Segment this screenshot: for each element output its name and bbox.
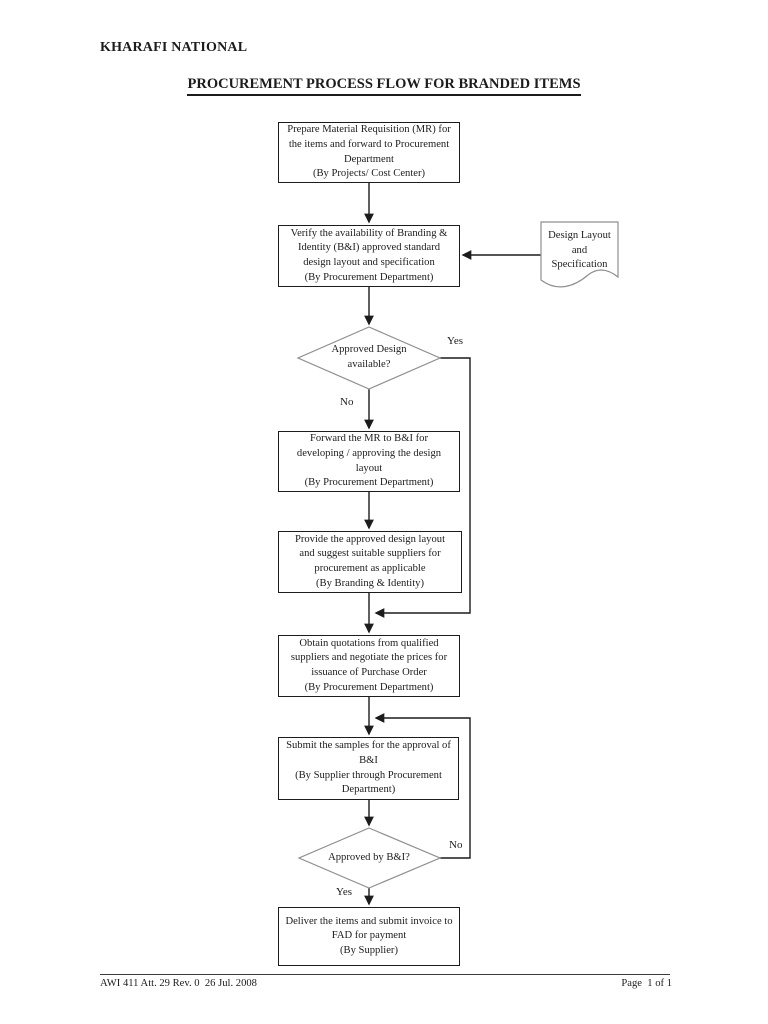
- decision-diamond-approved-by-bi: [297, 827, 442, 889]
- document-shape-text: Design Layout and Specification: [548, 230, 611, 271]
- page-title: PROCUREMENT PROCESS FLOW FOR BRANDED ITE…: [0, 75, 768, 96]
- label-decision1-yes: Yes: [447, 335, 464, 347]
- label-decision2-no: No: [449, 839, 463, 851]
- decision-text-design-available: Approved Design available?: [331, 344, 407, 370]
- arrow-decision1-yes-path: [374, 357, 471, 618]
- page-title-text: PROCUREMENT PROCESS FLOW FOR BRANDED ITE…: [187, 76, 581, 96]
- footer-divider: [100, 974, 670, 975]
- process-box-prepare-mr: Prepare Material Requisition (MR) for th…: [278, 122, 460, 183]
- process-box-forward-mr: Forward the MR to B&I for developing / a…: [278, 431, 460, 492]
- document-shape: [540, 221, 619, 288]
- process-box-obtain-quotations: Obtain quotations from qualified supplie…: [278, 635, 460, 697]
- company-name: KHARAFI NATIONAL: [100, 40, 248, 55]
- label-decision1-no: No: [340, 396, 354, 408]
- arrow-decision2-no-path: [374, 713, 471, 859]
- decision-diamond-design-available: [296, 326, 442, 390]
- process-box-deliver-items: Deliver the items and submit invoice to …: [278, 907, 460, 966]
- footer-page-number: Page 1 of 1: [621, 978, 672, 989]
- decision-text-approved-by-bi: Approved by B&I?: [328, 851, 410, 863]
- footer-document-reference: AWI 411 Att. 29 Rev. 0 26 Jul. 2008: [100, 978, 257, 989]
- process-box-submit-samples: Submit the samples for the approval of B…: [278, 737, 459, 800]
- process-box-provide-layout: Provide the approved design layout and s…: [278, 531, 462, 593]
- process-box-verify-availability: Verify the availability of Branding & Id…: [278, 225, 460, 287]
- label-decision2-yes: Yes: [336, 886, 353, 898]
